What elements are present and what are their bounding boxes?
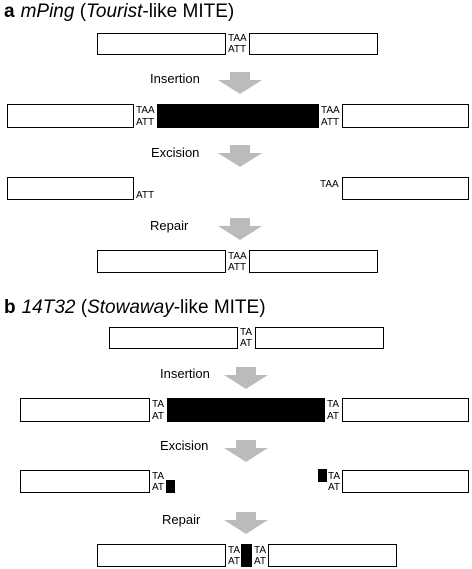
b-row3-left-flank <box>20 470 150 493</box>
a-row3-seq-left: ATT <box>136 190 155 201</box>
b-row2-seq-bottom-left: AT <box>152 411 165 422</box>
b-row1-right-flank <box>255 327 384 349</box>
a-row2-seq-bottom-left: ATT <box>136 117 155 128</box>
panel-b-element-name: 14T32 <box>21 297 76 318</box>
a-row3-left-flank <box>7 177 134 200</box>
a-row4-right-flank <box>249 250 378 273</box>
b-row3-seq-top-left: TA <box>152 471 165 482</box>
b-step-repair: Repair <box>162 512 201 527</box>
a-row2-seq-bottom-right: ATT <box>321 117 340 128</box>
a-row2-seq-top-right: TAA <box>321 105 340 116</box>
b-row2-left-flank <box>20 398 150 422</box>
b-arrow-excision <box>224 440 268 462</box>
a-arrow-excision <box>218 145 262 167</box>
a-row3-seq-right: TAA <box>320 179 339 190</box>
panel-b-suffix: -like MITE) <box>173 297 266 318</box>
b-row4-seq-bottom-right: AT <box>254 556 267 567</box>
a-row2-right-flank <box>342 104 469 128</box>
b-row3-seq-bottom-right: AT <box>328 482 341 493</box>
panel-b-letter: b <box>4 297 16 318</box>
a-step-excision: Excision <box>151 145 200 160</box>
a-row1-left-flank <box>97 33 226 55</box>
a-arrow-insertion <box>218 72 262 94</box>
a-row4-seq-bottom: ATT <box>228 262 247 273</box>
b-step-excision: Excision <box>160 438 209 453</box>
a-row2-seq-top-left: TAA <box>136 105 155 116</box>
b-row4-footprint <box>241 544 252 567</box>
b-row2-right-flank <box>342 398 469 422</box>
a-step-repair: Repair <box>150 218 189 233</box>
panel-a-family: Tourist <box>86 1 143 22</box>
a-row1-seq-top: TAA <box>228 33 247 44</box>
panel-a-suffix: -like MITE) <box>142 1 235 22</box>
b-arrow-insertion <box>224 367 268 389</box>
a-row4-left-flank <box>97 250 226 273</box>
b-row4-seq-bottom-left: AT <box>228 556 241 567</box>
panel-a-element-name: mPing <box>20 1 75 22</box>
a-row1-seq-bottom: ATT <box>228 44 247 55</box>
b-row4-seq-top-left: TA <box>228 545 241 556</box>
b-row3-left-footprint <box>166 480 175 493</box>
b-row4-seq-top-right: TA <box>254 545 267 556</box>
a-row3-right-flank <box>342 177 469 200</box>
a-arrow-repair <box>218 218 262 240</box>
b-row2-transposon <box>167 398 325 422</box>
b-row3-seq-top-right: TA <box>328 471 341 482</box>
b-row4-left-flank <box>97 544 226 567</box>
b-row2-seq-bottom-right: AT <box>327 411 340 422</box>
b-row3-seq-bottom-left: AT <box>152 482 165 493</box>
panel-b-family: Stowaway <box>87 297 174 318</box>
a-row4-seq-top: TAA <box>228 251 247 262</box>
panel-a-paren: ( <box>79 1 87 22</box>
b-step-insertion: Insertion <box>160 366 210 381</box>
b-row1-seq-bottom: AT <box>240 338 253 349</box>
panel-a-letter: a <box>4 1 15 22</box>
b-row4-right-flank <box>268 544 397 567</box>
a-step-insertion: Insertion <box>150 71 200 86</box>
b-row3-right-flank <box>342 470 469 493</box>
b-row2-seq-top-left: TA <box>152 399 165 410</box>
b-row1-seq-top: TA <box>240 327 253 338</box>
panel-b-paren: ( <box>80 297 88 318</box>
a-row1-right-flank <box>249 33 378 55</box>
b-arrow-repair <box>224 512 268 534</box>
a-row2-transposon <box>157 104 319 128</box>
a-row2-left-flank <box>7 104 134 128</box>
b-row3-right-footprint <box>318 469 327 482</box>
b-row2-seq-top-right: TA <box>327 399 340 410</box>
b-row1-left-flank <box>109 327 238 349</box>
